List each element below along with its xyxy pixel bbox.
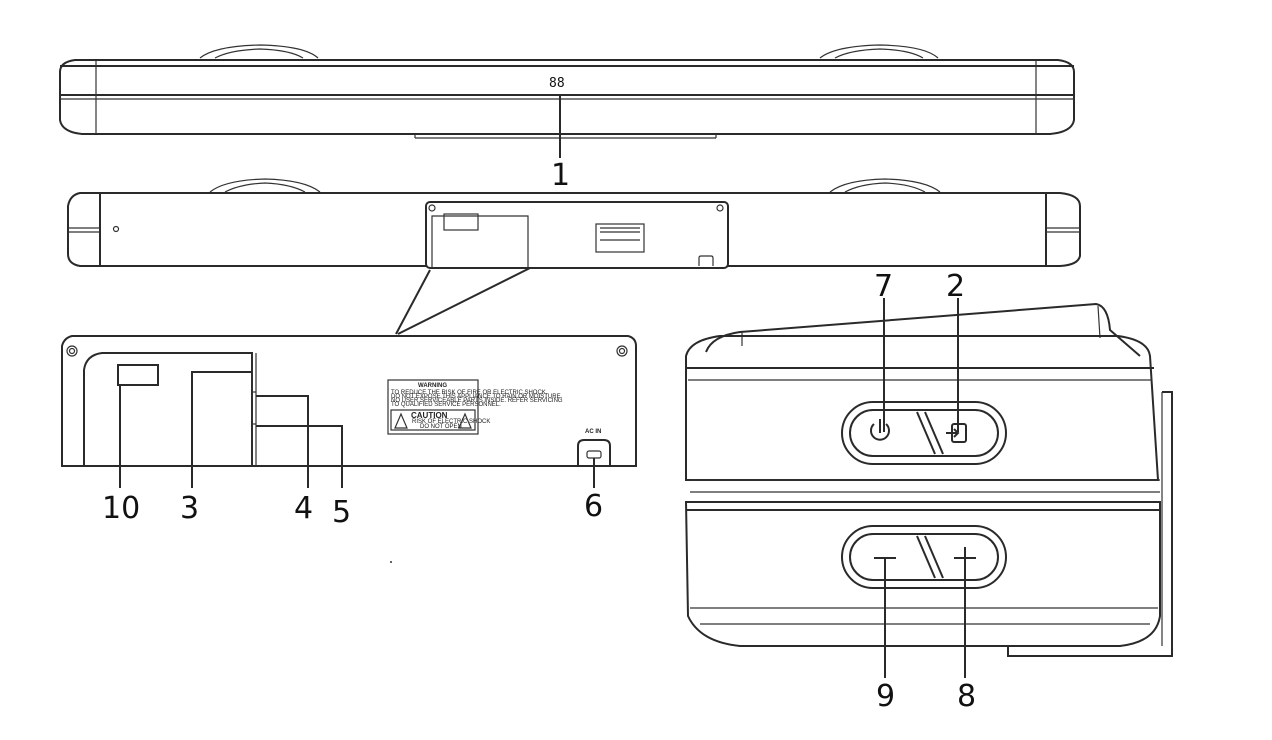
callout-2: 2: [946, 269, 965, 304]
input-source-icon[interactable]: [946, 423, 967, 443]
callout-6: 6: [584, 489, 603, 524]
callout-9: 9: [876, 679, 895, 714]
ac-in-label: AC IN: [585, 429, 601, 435]
callout-8: 8: [957, 679, 976, 714]
callout-5: 5: [332, 495, 351, 530]
callout-7: 7: [874, 269, 893, 304]
warning-line-2: DO NOT EXPOSE THIS APPLIANCE TO RAIN OR …: [391, 394, 563, 400]
caution-line-1: RISK OF ELECTRIC SHOCK: [412, 419, 490, 425]
warning-line-1: TO REDUCE THE RISK OF FIRE OR ELECTRIC S…: [391, 390, 548, 396]
caution-line-2: DO NOT OPEN: [420, 424, 462, 430]
warning-line-4: TO QUALIFIED SERVICE PERSONNEL.: [391, 402, 501, 408]
warning-title: WARNING: [418, 383, 447, 389]
soundbar-front-view: 88: [59, 44, 1075, 158]
control-panel-closeup: [684, 298, 1173, 678]
callout-1: 1: [551, 158, 570, 193]
display-readout: 88: [549, 76, 565, 91]
soundbar-rear-view: [67, 178, 1081, 335]
power-icon[interactable]: [870, 419, 890, 441]
callout-4: 4: [294, 491, 313, 526]
callout-10: 10: [102, 491, 140, 526]
caution-title: CAUTION: [411, 411, 448, 420]
callout-3: 3: [180, 491, 199, 526]
rear-panel-zoom: WARNING TO REDUCE THE RISK OF FIRE OR EL…: [61, 335, 637, 488]
warning-line-3: NO USER SERVICEABLE PARTS INSIDE. REFER …: [391, 398, 563, 404]
